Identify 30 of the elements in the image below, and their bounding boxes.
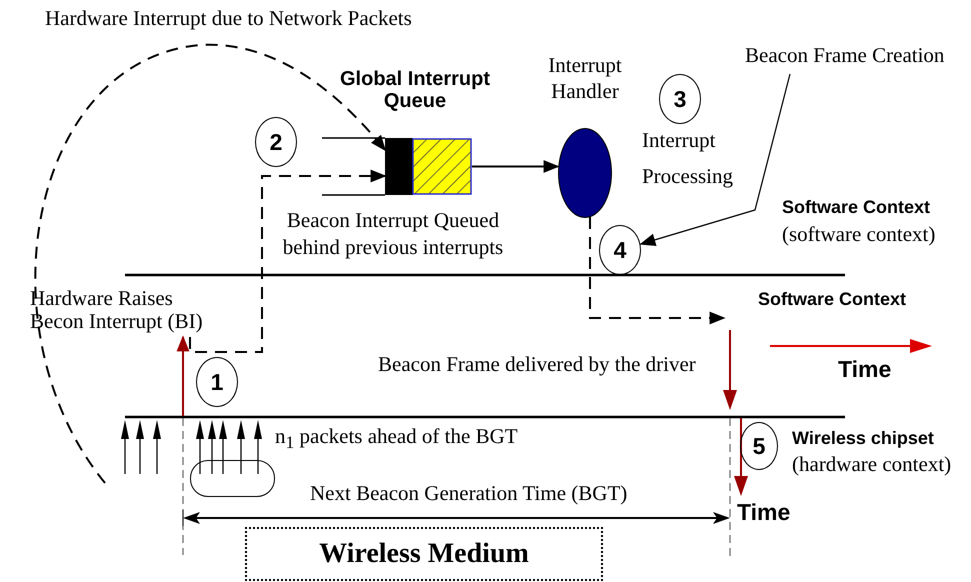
annotation-text: Beacon Frame Creation — [745, 44, 971, 74]
context-note: (software context) — [782, 222, 936, 246]
dimension-label: Next Beacon Generation Time (BGT) — [310, 481, 628, 505]
medium-box: Wireless Medium — [245, 527, 603, 581]
arrow — [639, 74, 791, 246]
axis-label: Time — [838, 356, 892, 382]
handler-title: Interrupt Handler — [547, 52, 623, 104]
arrow — [589, 217, 726, 324]
annotation-text: Beacon Interrupt Queued behind previous interrupts — [282, 207, 504, 261]
arrow — [189, 170, 387, 353]
arrow — [472, 160, 560, 173]
step-number: 5 — [740, 422, 778, 470]
annotation-text: n$_{1}$ packets ahead of the BGT — [275, 424, 519, 454]
context-note: (hardware context) — [792, 452, 952, 476]
packet-group-outline — [190, 460, 275, 497]
context-heading: Software Context — [782, 196, 932, 218]
context-heading: Wireless chipset — [792, 427, 935, 449]
step-number: 2 — [255, 117, 297, 167]
annotation-text: Interrupt Processing — [642, 127, 734, 190]
step-number: 3 — [659, 74, 701, 124]
queue-title: Global Interrupt Queue — [339, 68, 491, 112]
context-heading: Software Context — [758, 288, 908, 310]
arrow — [176, 335, 190, 416]
arrow — [34, 44, 386, 484]
annotation-text: Hardware Raises Becon Interrupt (BI) — [30, 287, 215, 337]
annotation-text: Hardware Interrupt due to Network Packets — [45, 6, 413, 30]
axis-label: Time — [737, 499, 792, 525]
step-number: 4 — [599, 225, 641, 275]
annotation-text: Beacon Frame delivered by the driver — [378, 352, 697, 376]
step-number: 1 — [196, 357, 238, 407]
